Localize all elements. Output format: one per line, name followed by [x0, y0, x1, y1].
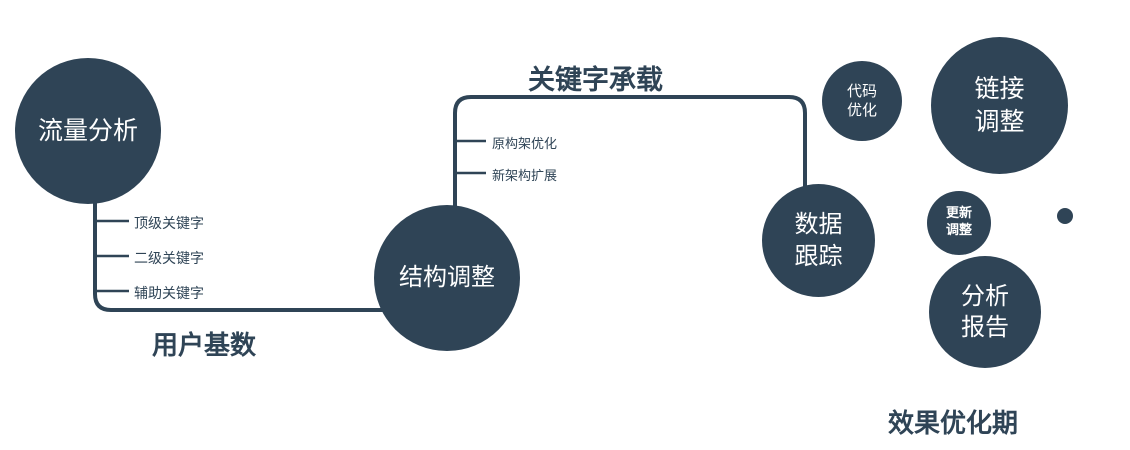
node-traffic-analysis-label: 流量分析: [37, 115, 138, 145]
node-link-adjustment: 链接 调整: [931, 37, 1068, 174]
node-code-optimization-line2: 优化: [846, 101, 877, 119]
node-code-optimization: 代码 优化: [822, 61, 902, 141]
edge-structure-to-tracking: [453, 95, 807, 214]
edge-label-keyword-bearing: 关键字承载: [528, 65, 663, 96]
decorative-dot: [1057, 208, 1073, 224]
node-update-adjustment-line2: 调整: [945, 223, 972, 238]
node-analysis-report: 分析 报告: [929, 256, 1041, 368]
node-update-adjustment: 更新 调整: [927, 191, 991, 255]
node-analysis-report-line2: 报告: [961, 313, 1009, 341]
node-analysis-report-line1: 分析: [961, 281, 1009, 310]
node-data-tracking: 数据 跟踪: [762, 184, 875, 297]
branch-aux-keywords: 辅助关键字: [134, 286, 204, 302]
branch-original-arch-optimization: 原构架优化: [492, 137, 558, 152]
edge-traffic-to-structure: [93, 188, 390, 312]
node-traffic-analysis: 流量分析: [15, 58, 161, 204]
node-link-adjustment-line1: 链接: [974, 74, 1025, 103]
branch-second-keywords: 二级关键字: [134, 251, 204, 267]
node-structure-adjustment-label: 结构调整: [399, 263, 495, 292]
node-structure-adjustment: 结构调整: [374, 205, 520, 351]
node-code-optimization-line1: 代码: [846, 81, 877, 100]
node-data-tracking-line2: 跟踪: [794, 241, 843, 270]
branch-new-arch-expansion: 新架构扩展: [492, 169, 558, 184]
node-link-adjustment-line2: 调整: [974, 106, 1025, 136]
edge-label-user-base: 用户基数: [152, 331, 257, 361]
footer-phase-label: 效果优化期: [888, 409, 1019, 439]
node-data-tracking-line1: 数据: [794, 210, 843, 239]
branch-top-keywords: 顶级关键字: [134, 216, 204, 232]
node-update-adjustment-line1: 更新: [945, 206, 972, 222]
